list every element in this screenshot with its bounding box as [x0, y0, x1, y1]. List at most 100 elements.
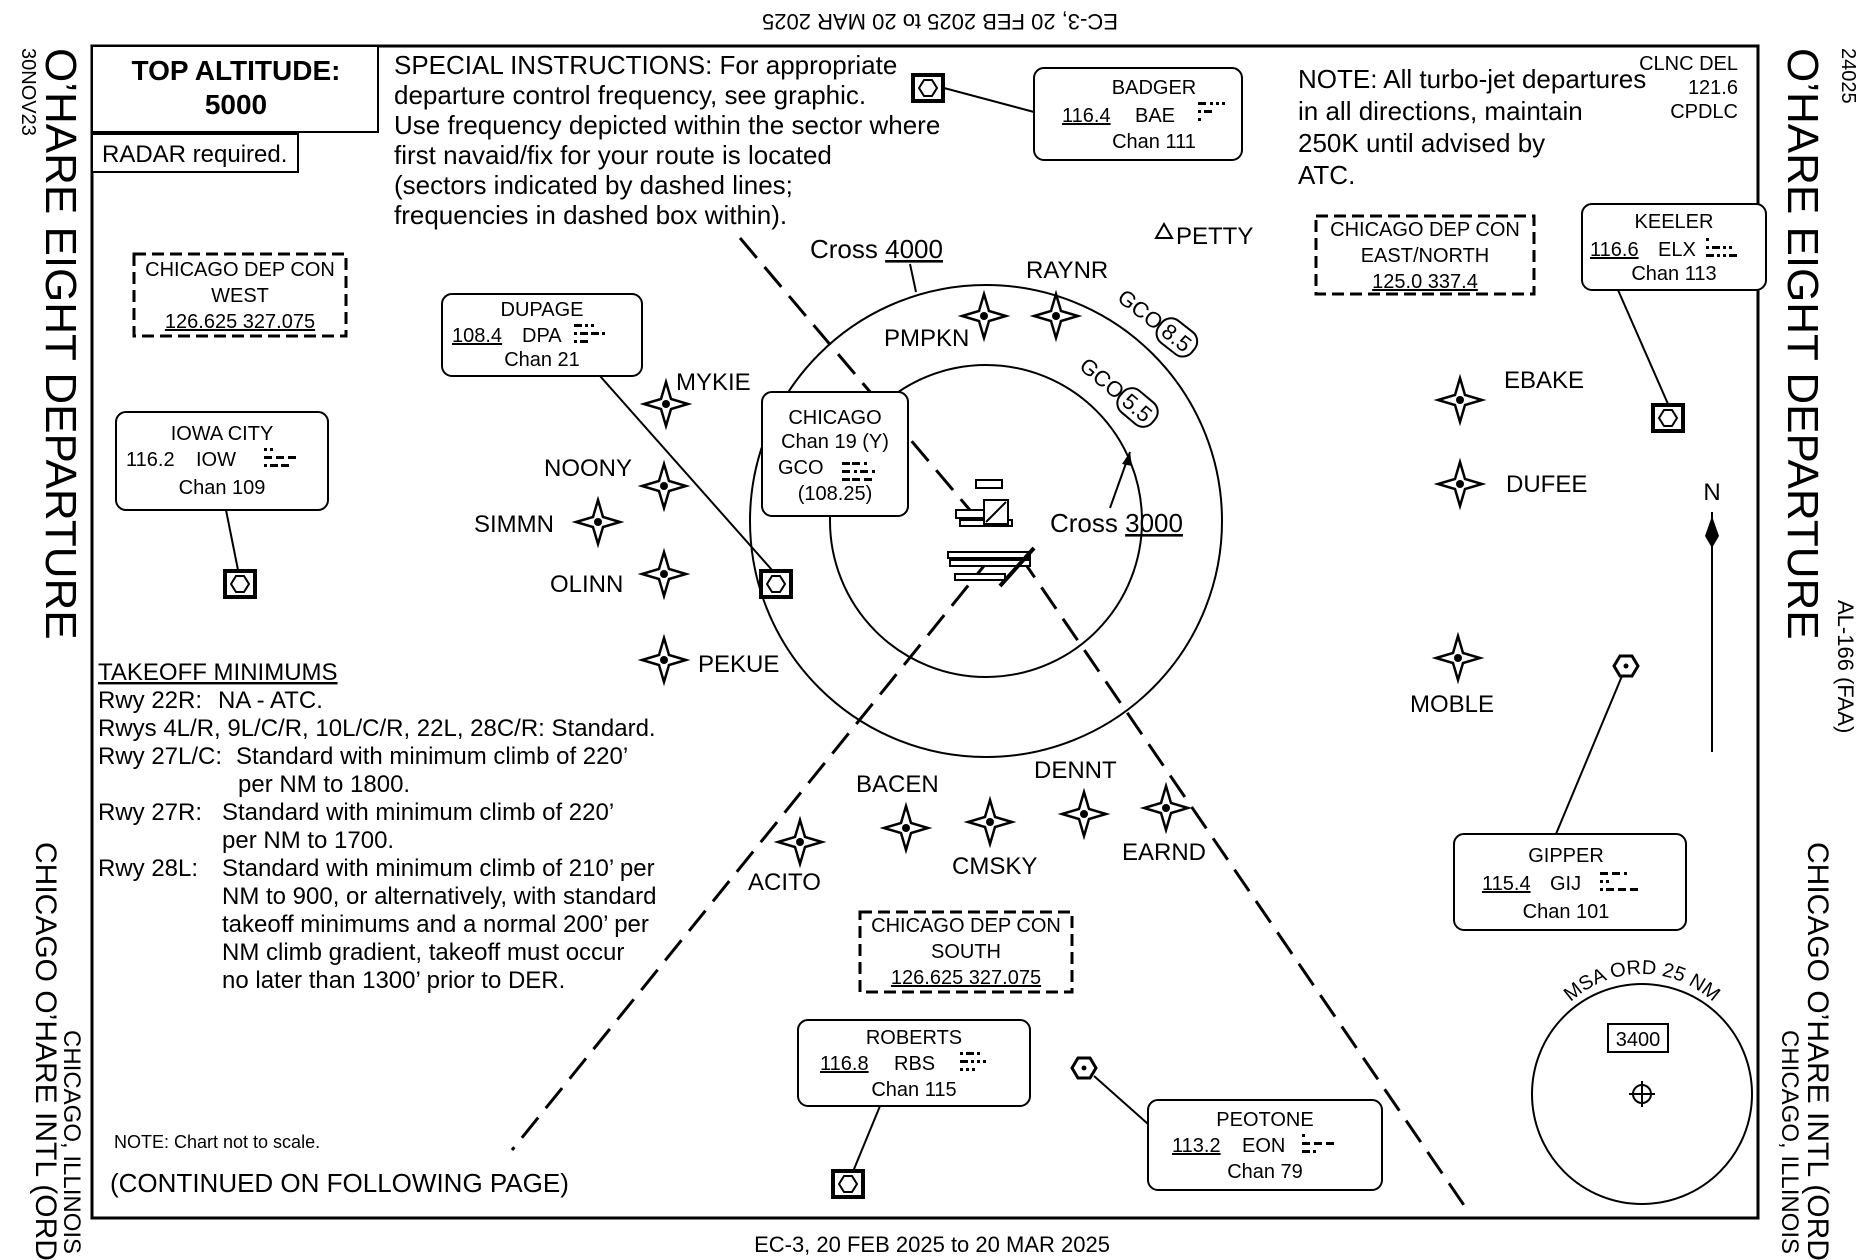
msa-circle: MSA ORD 25 NM 3400 [1531, 957, 1753, 1205]
iowa-city-morse-code-icon [264, 448, 296, 467]
radar-required-text: RADAR required. [102, 141, 287, 168]
badger-ident: BAE [1135, 105, 1175, 127]
keeler-ident: ELX [1658, 239, 1696, 261]
amendment-date: 30NOV23 [17, 48, 39, 136]
sector-line-southeast [1018, 555, 1472, 1215]
cross-4000-label: Cross 4000 [810, 234, 943, 264]
keeler-leader [1617, 289, 1669, 405]
badger-morse-code-icon [1198, 102, 1225, 121]
roberts-name: ROBERTS [866, 1027, 962, 1049]
olinn-label: OLINN [550, 571, 623, 598]
dep-con-south-line2: SOUTH [931, 941, 1001, 963]
takeoff-minimums-heading: TAKEOFF MINIMUMS [98, 659, 338, 686]
iowa-city-vortac-icon [223, 569, 257, 599]
peotone-navaid-box: PEOTONE 113.2 EON Chan 79 [1147, 1099, 1383, 1191]
peotone-leader [1093, 1075, 1149, 1125]
gipper-chan: Chan 101 [1523, 901, 1610, 923]
cross-4000-leader [909, 263, 917, 293]
dupage-navaid-box: DUPAGE 108.4 DPA Chan 21 [441, 293, 643, 377]
roberts-morse-code-icon [960, 1052, 986, 1071]
tom-rwy27lc-text-1: Standard with minimum climb of 220’ [236, 743, 628, 770]
dep-con-west-line2: WEST [211, 285, 269, 307]
dep-con-east-line1: CHICAGO DEP CON [1330, 219, 1520, 241]
dupage-ident: DPA [522, 325, 562, 347]
chicago-vor-box: CHICAGO Chan 19 (Y) GCO (108.25) [761, 391, 909, 517]
iowa-city-ident: IOW [196, 449, 236, 471]
radar-required-box: RADAR required. [91, 133, 299, 173]
turbojet-line-4: ATC. [1298, 160, 1355, 190]
chicago-morse-code-icon [842, 462, 875, 481]
olinn-fix-icon [640, 550, 688, 598]
gipper-name: GIPPER [1528, 845, 1604, 867]
clnc-del-cpdlc: CPDLC [1670, 101, 1738, 123]
keeler-freq: 116.6 [1590, 239, 1639, 261]
noony-fix-icon [640, 462, 688, 510]
roberts-freq: 116.8 [820, 1053, 869, 1075]
iowa-city-leader [225, 509, 239, 571]
tom-rwy28l-label: Rwy 28L: [98, 855, 198, 882]
dep-con-east-north-box: CHICAGO DEP CON EAST/NORTH 125.0 337.4 [1314, 214, 1536, 296]
ebake-fix-icon [1436, 376, 1484, 424]
inner-ring-label: GCO 5.5 [1075, 353, 1159, 428]
takeoff-minimums: TAKEOFF MINIMUMS Rwy 22R: NA - ATC. Rwys… [98, 659, 656, 994]
roberts-ident: RBS [894, 1053, 935, 1075]
roberts-navaid-box: ROBERTS 116.8 RBS Chan 115 [797, 1019, 1031, 1107]
keeler-navaid-box: KEELER 116.6 ELX Chan 113 [1581, 203, 1767, 291]
top-altitude-value: 5000 [205, 89, 267, 120]
tom-rwy28l-text-1: Standard with minimum climb of 210’ per [222, 855, 655, 882]
roberts-chan: Chan 115 [871, 1079, 956, 1101]
dupage-vortac-icon [759, 569, 793, 599]
noony-label: NOONY [544, 455, 632, 482]
top-altitude-label: TOP ALTITUDE: [132, 55, 341, 86]
moble-fix-icon [1434, 634, 1482, 682]
special-line-5: (sectors indicated by dashed lines; [394, 170, 793, 200]
turbojet-line-3: 250K until advised by [1298, 128, 1545, 158]
gipper-morse-code-icon [1600, 872, 1638, 891]
dupage-morse-code-icon [574, 324, 605, 343]
iowa-city-chan: Chan 109 [179, 477, 266, 499]
pmpkn-label: PMPKN [884, 325, 969, 352]
scale-note: NOTE: Chart not to scale. [114, 1132, 320, 1152]
peotone-morse-code-icon [1302, 1134, 1334, 1153]
dep-con-west-freqs: 126.625 327.075 [165, 311, 315, 333]
special-line-3: Use frequency depicted within the sector… [394, 110, 940, 140]
tom-rwy27lc-text-2: per NM to 1800. [238, 771, 410, 798]
dupage-leader [599, 375, 773, 571]
dep-con-south-freqs: 126.625 327.075 [891, 967, 1041, 989]
iowa-city-freq: 116.2 [126, 449, 175, 471]
bacen-fix-icon [882, 804, 930, 852]
roberts-leader [851, 1105, 881, 1175]
bacen-label: BACEN [856, 771, 939, 798]
simmn-label: SIMMN [474, 511, 554, 538]
mykie-label: MYKIE [676, 369, 751, 396]
cmsky-fix-icon [966, 798, 1014, 846]
pekue-fix-icon [640, 636, 688, 684]
badger-name: BADGER [1112, 77, 1196, 99]
tom-rwy27lc-label: Rwy 27L/C: [98, 743, 222, 770]
dep-con-east-freqs: 125.0 337.4 [1372, 271, 1478, 293]
earnd-label: EARND [1122, 839, 1206, 866]
tom-rwy28l-text-2: NM to 900, or alternatively, with standa… [222, 883, 656, 910]
turbojet-line-2: in all directions, maintain [1298, 96, 1583, 126]
cross-3000-arrow [1122, 452, 1132, 466]
tom-rwy27r-text-1: Standard with minimum climb of 220’ [222, 799, 614, 826]
outer-ring-gco-8-5 [749, 284, 1223, 758]
tom-rwy22r-label: Rwy 22R: [98, 687, 202, 714]
special-line-4: first navaid/fix for your route is locat… [394, 140, 832, 170]
tom-rwy28l-text-3: takeoff minimums and a normal 200’ per [222, 911, 649, 938]
gipper-freq: 115.4 [1482, 873, 1531, 895]
peotone-ident: EON [1242, 1135, 1285, 1157]
left-procedure-title: O’HARE EIGHT DEPARTURE [36, 48, 85, 640]
chicago-vor-name: CHICAGO [788, 407, 881, 429]
msa-center-symbol-icon [1629, 1081, 1655, 1107]
sector-line-northwest [738, 237, 982, 523]
dep-con-west-line1: CHICAGO DEP CON [145, 259, 335, 281]
clnc-del-freq: 121.6 [1688, 77, 1738, 99]
keeler-name: KEELER [1635, 211, 1714, 233]
badger-vortac-icon [911, 73, 945, 103]
right-city-name: CHICAGO, ILLINOIS [1776, 1030, 1803, 1254]
continued-note: (CONTINUED ON FOLLOWING PAGE) [110, 1168, 569, 1198]
dep-con-west-box: CHICAGO DEP CON WEST 126.625 327.075 [132, 252, 348, 338]
left-airport-name: CHICAGO O’HARE INTL (ORD) [29, 842, 62, 1260]
dennt-fix-icon [1060, 790, 1108, 838]
